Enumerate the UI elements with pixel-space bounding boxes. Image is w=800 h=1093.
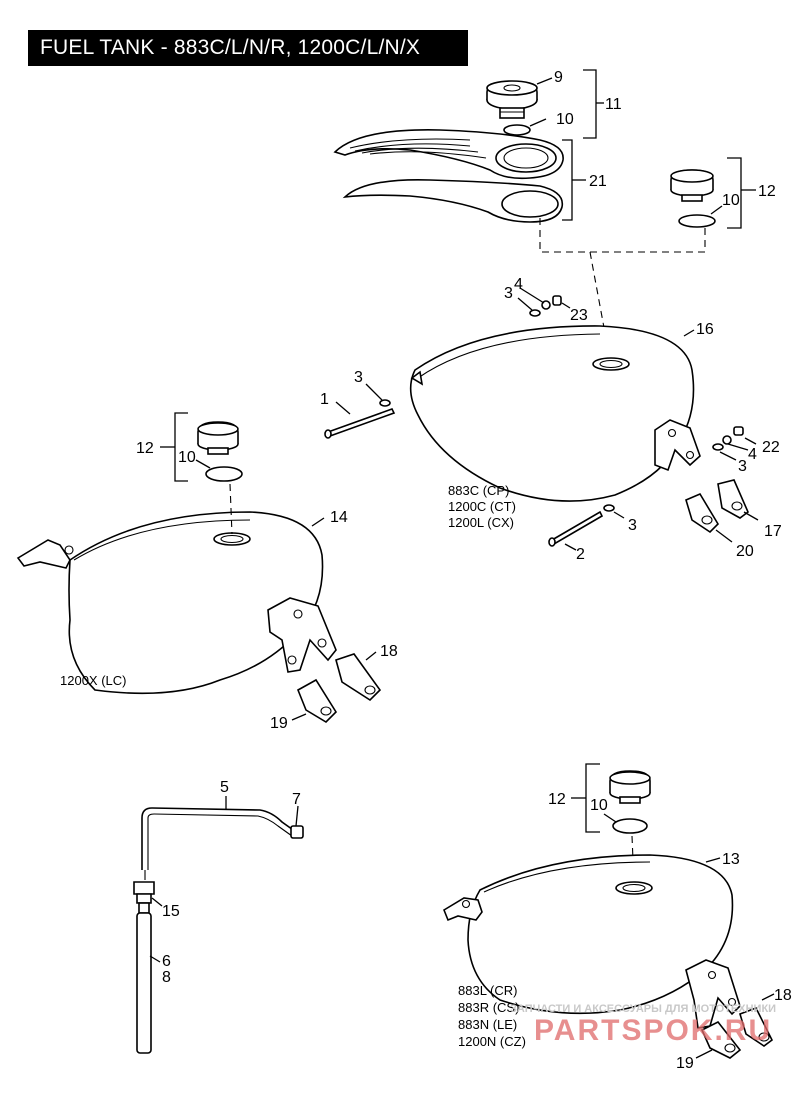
model-label: 883R (CS) [458, 1000, 519, 1015]
callout-8: 8 [162, 969, 171, 986]
callout-22: 22 [762, 439, 780, 456]
model-label: 883C (CP) [448, 483, 509, 498]
watermark: ЗАПЧАСТИ И АКСЕССУАРЫ ДЛЯ МОТОТЕХНИКИ PA… [510, 1003, 776, 1047]
callout-10: 10 [590, 797, 608, 814]
callout-12: 12 [758, 183, 776, 200]
callout-18: 18 [774, 987, 792, 1004]
hardware-tank-16 [324, 295, 749, 547]
filler-cap-9 [486, 80, 538, 119]
callout-7: 7 [292, 791, 301, 808]
model-label: 1200L (CX) [448, 515, 514, 530]
console-21 [333, 129, 564, 223]
callout-11: 11 [605, 96, 622, 113]
callout-4: 4 [748, 446, 757, 463]
callout-12: 12 [136, 440, 154, 457]
callout-19: 19 [270, 715, 288, 732]
model-labels: 883C (CP) 1200C (CT) 1200L (CX) 1200X (L… [60, 483, 526, 1049]
callout-6: 6 [162, 953, 171, 970]
callout-10: 10 [556, 111, 574, 128]
filler-cap-12-left [197, 421, 243, 482]
callout-3: 3 [504, 285, 513, 302]
callout-9: 9 [554, 69, 563, 86]
callout-16: 16 [696, 321, 714, 338]
vent-hose-assembly [133, 807, 304, 1054]
callout-14: 14 [330, 509, 348, 526]
callout-5: 5 [220, 779, 229, 796]
callout-2: 2 [576, 546, 585, 563]
model-label: 1200C (CT) [448, 499, 516, 514]
callout-15: 15 [162, 903, 180, 920]
model-label: 1200N (CZ) [458, 1034, 526, 1049]
leader-lines [149, 69, 775, 1059]
callout-19: 19 [676, 1055, 694, 1072]
filler-cap-12-top [670, 169, 716, 228]
fuel-tank-16 [409, 325, 701, 502]
fuel-tank-13 [443, 854, 774, 1059]
model-label: 883N (LE) [458, 1017, 517, 1032]
gasket-10-top [503, 124, 531, 136]
model-label: 1200X (LC) [60, 673, 126, 688]
filler-cap-12-bottom [609, 770, 651, 834]
callout-10: 10 [722, 192, 740, 209]
callout-3: 3 [628, 517, 637, 534]
connection-line [539, 218, 706, 253]
callout-17: 17 [764, 523, 782, 540]
connection-line [589, 251, 611, 361]
callout-20: 20 [736, 543, 754, 560]
callout-4: 4 [514, 276, 523, 293]
callout-numbers: 9 10 11 21 10 12 4 3 23 16 3 1 22 4 3 17… [136, 69, 792, 1072]
callout-12: 12 [548, 791, 566, 808]
callout-21: 21 [589, 173, 607, 190]
fuel-tank-14 [16, 511, 382, 724]
callout-18: 18 [380, 643, 398, 660]
callout-13: 13 [722, 851, 740, 868]
callout-3: 3 [354, 369, 363, 386]
watermark-tagline: ЗАПЧАСТИ И АКСЕССУАРЫ ДЛЯ МОТОТЕХНИКИ [510, 1003, 776, 1015]
connection-line [229, 483, 233, 535]
callout-3: 3 [738, 458, 747, 475]
callout-23: 23 [570, 307, 588, 324]
callout-10: 10 [178, 449, 196, 466]
model-label: 883L (CR) [458, 983, 517, 998]
page-title: FUEL TANK - 883C/L/N/R, 1200C/L/N/X [40, 36, 421, 59]
watermark-brand: PARTSPOK.RU [534, 1014, 772, 1047]
callout-1: 1 [320, 391, 329, 408]
title-bar: FUEL TANK - 883C/L/N/R, 1200C/L/N/X [28, 30, 468, 66]
